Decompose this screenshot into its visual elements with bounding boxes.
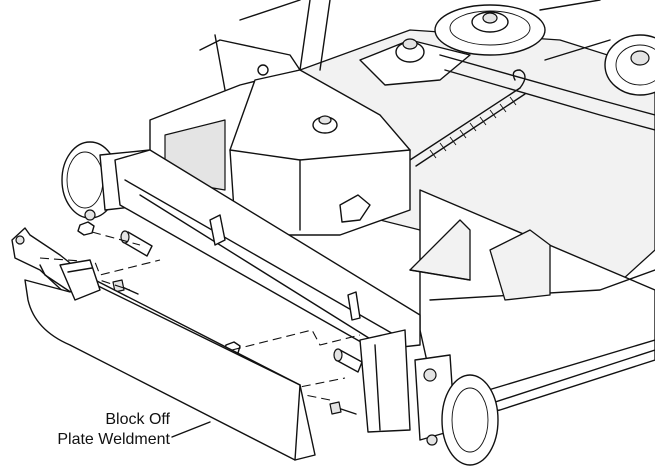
callout-label-line1: Block Off <box>105 411 170 428</box>
front-roller-right <box>414 354 499 466</box>
belt-shield-cover <box>229 69 411 236</box>
deck-rib-supports <box>409 219 551 301</box>
callout-label-line2: Plate Weldment <box>57 431 170 448</box>
front-baffle-rail <box>114 149 421 433</box>
deck-pulley-right <box>539 0 655 96</box>
deck-pulley-left <box>359 4 546 86</box>
drive-belt <box>439 54 655 131</box>
block-off-plate-weldment <box>24 259 316 461</box>
callout-leader-line <box>171 421 211 438</box>
callout-label: Block Off Plate Weldment <box>40 410 170 450</box>
tension-spring <box>409 69 526 167</box>
